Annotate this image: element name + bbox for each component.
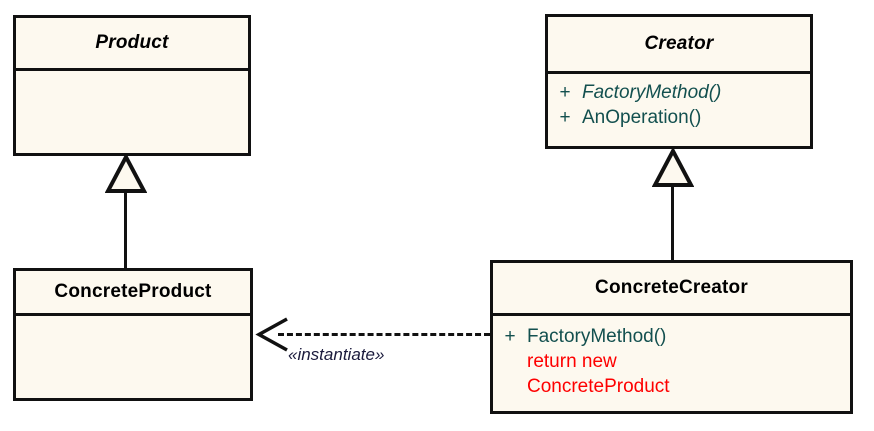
member-visibility: + (559, 82, 571, 103)
member-row: + FactoryMethod() (548, 80, 810, 105)
dependency-dashed-line (278, 333, 490, 336)
dependency-stereotype-label: «instantiate» (288, 345, 385, 364)
member-name-factorymethod: FactoryMethod() (582, 82, 722, 103)
class-members-concrete-product (16, 316, 250, 398)
member-note-concrete-product: ConcreteProduct (527, 376, 670, 397)
class-name-creator: Creator (548, 17, 810, 74)
hollow-triangle-icon (652, 148, 694, 187)
class-members-creator: + FactoryMethod() + AnOperation() (548, 74, 810, 146)
class-box-product[interactable]: Product (13, 15, 251, 156)
generalization-line-product (124, 190, 127, 270)
member-visibility: + (559, 107, 571, 128)
open-arrow-icon (255, 317, 288, 352)
class-box-concrete-product[interactable]: ConcreteProduct (13, 268, 253, 401)
member-note-line: return new (493, 349, 850, 374)
member-note-return-new: return new (527, 351, 617, 372)
member-name-anoperation: AnOperation() (582, 107, 702, 128)
class-box-concrete-creator[interactable]: ConcreteCreator + FactoryMethod() return… (490, 260, 853, 414)
member-visibility: + (504, 326, 516, 347)
member-row: + FactoryMethod() (493, 324, 850, 349)
generalization-line-creator (671, 184, 674, 262)
member-name-factorymethod: FactoryMethod() (527, 326, 667, 347)
class-members-concrete-creator: + FactoryMethod() return new ConcretePro… (493, 316, 850, 411)
class-members-product (16, 71, 248, 153)
dependency-open-arrowhead-icon (255, 316, 289, 354)
class-name-concrete-creator: ConcreteCreator (493, 263, 850, 316)
class-name-concrete-product: ConcreteProduct (16, 271, 250, 316)
hollow-triangle-icon (105, 154, 147, 193)
class-box-creator[interactable]: Creator + FactoryMethod() + AnOperation(… (545, 14, 813, 149)
member-note-line: ConcreteProduct (493, 374, 850, 399)
class-name-product: Product (16, 18, 248, 71)
member-row: + AnOperation() (548, 105, 810, 130)
